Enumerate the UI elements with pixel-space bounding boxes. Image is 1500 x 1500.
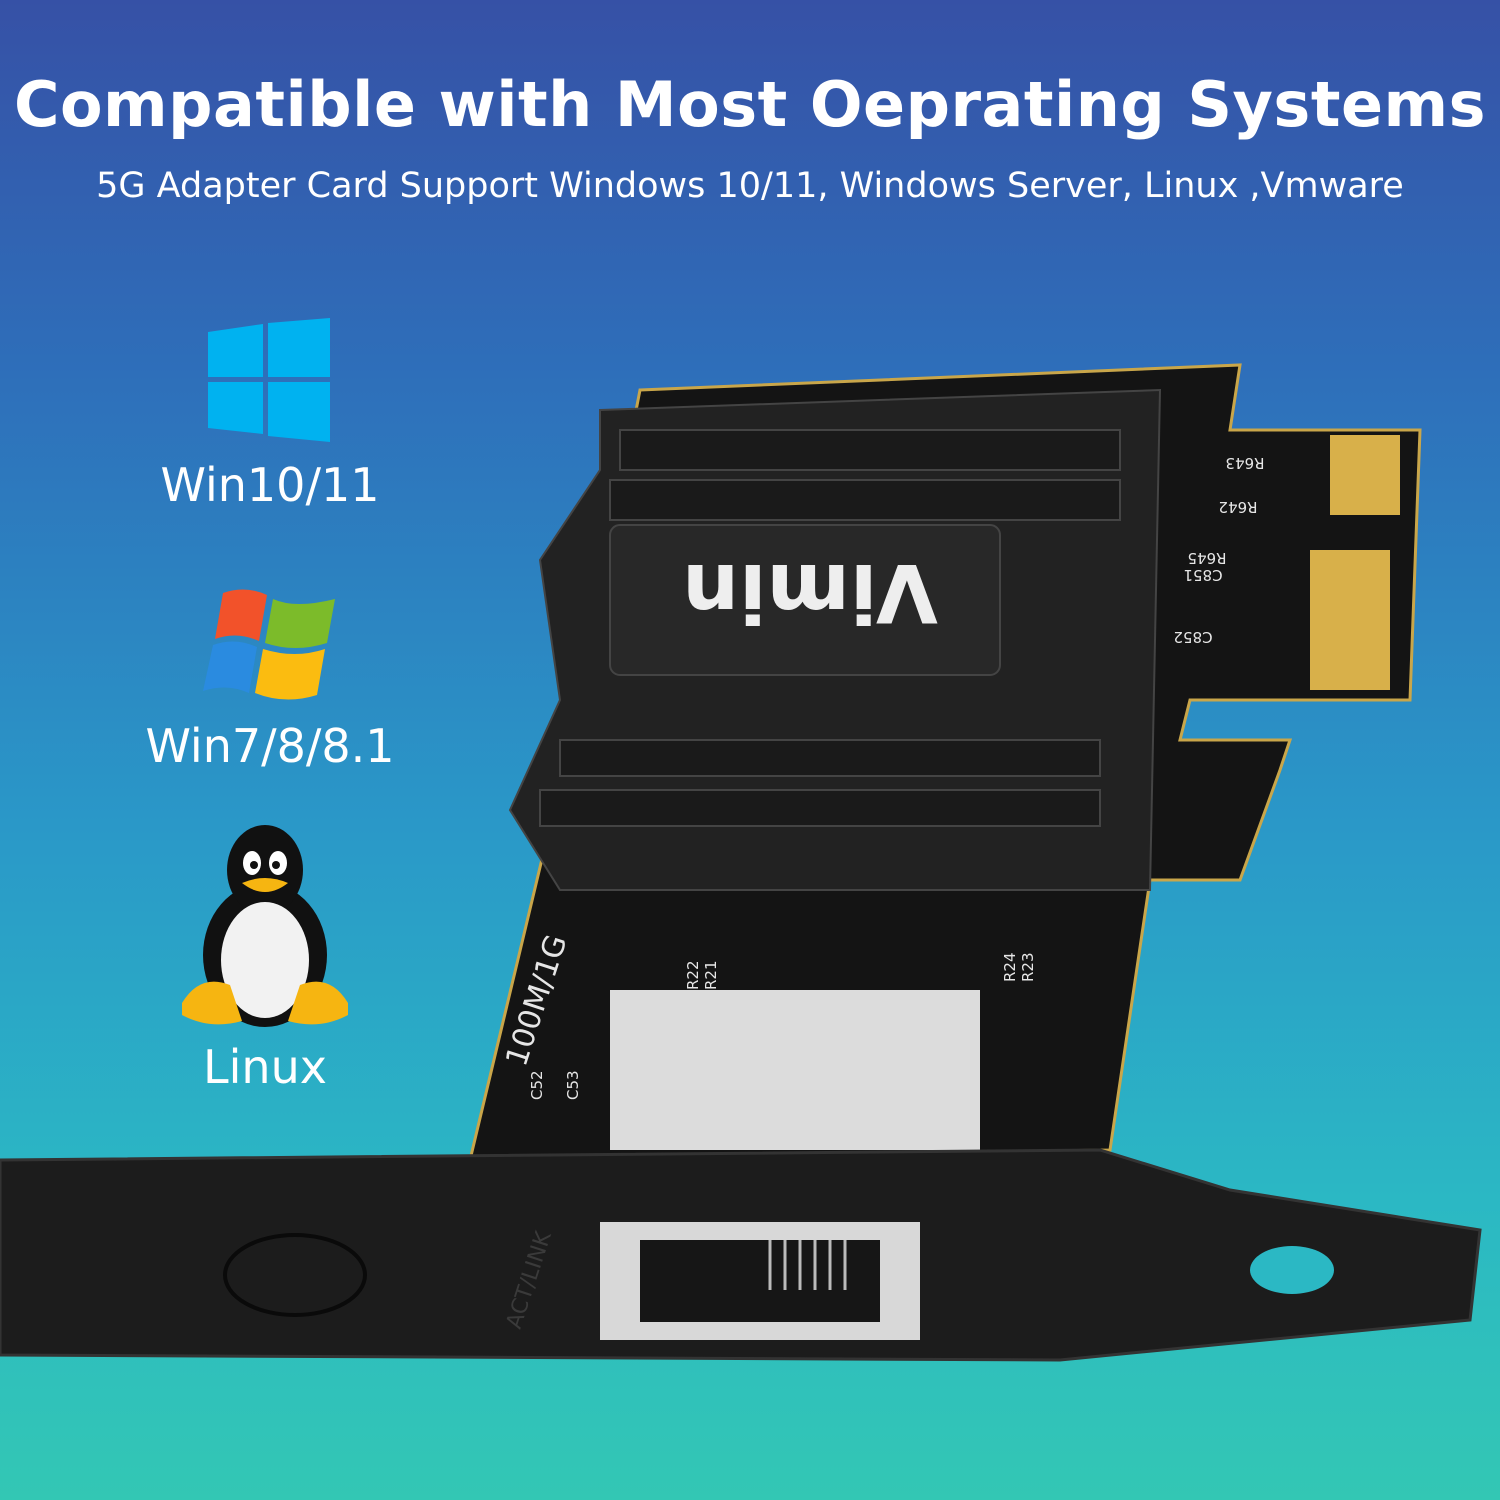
silkscreen-r642: R642: [1218, 498, 1257, 516]
silkscreen-r645: R645: [1187, 549, 1226, 567]
os-label: Linux: [203, 1040, 327, 1094]
page-subtitle: 5G Adapter Card Support Windows 10/11, W…: [96, 166, 1404, 206]
windows-7-logo-icon: [203, 589, 335, 700]
silkscreen-r643: R643: [1225, 454, 1264, 472]
network-card-image: Vimin 100M/1G C52 C53 R22 R21 R24 R23 R6…: [0, 363, 1482, 1362]
bracket-hole: [1250, 1246, 1334, 1294]
brand-logo: Vimin: [682, 546, 938, 639]
silkscreen-r23: R23: [1019, 952, 1037, 982]
silkscreen-c851: C851: [1183, 566, 1222, 584]
silkscreen-r24: R24: [1001, 952, 1019, 982]
os-label: Win10/11: [160, 458, 380, 512]
tux-penguin-icon: [182, 825, 348, 1027]
gold-fingers: [1310, 435, 1400, 690]
os-label: Win7/8/8.1: [145, 719, 395, 773]
silkscreen-c53: C53: [564, 1070, 582, 1100]
os-item-win10: Win10/11: [150, 318, 390, 512]
heatsink: [508, 388, 1162, 891]
page-title: Compatible with Most Oeprating Systems: [13, 68, 1487, 141]
silkscreen-c52: C52: [528, 1070, 546, 1100]
os-item-win7: Win7/8/8.1: [130, 585, 410, 773]
silkscreen-r21: R21: [702, 960, 720, 990]
windows-10-logo-icon: [208, 318, 330, 442]
rj45-housing: [610, 990, 980, 1150]
silkscreen-r22: R22: [684, 960, 702, 990]
os-item-linux: Linux: [150, 825, 380, 1094]
silkscreen-c852: C852: [1173, 628, 1212, 646]
